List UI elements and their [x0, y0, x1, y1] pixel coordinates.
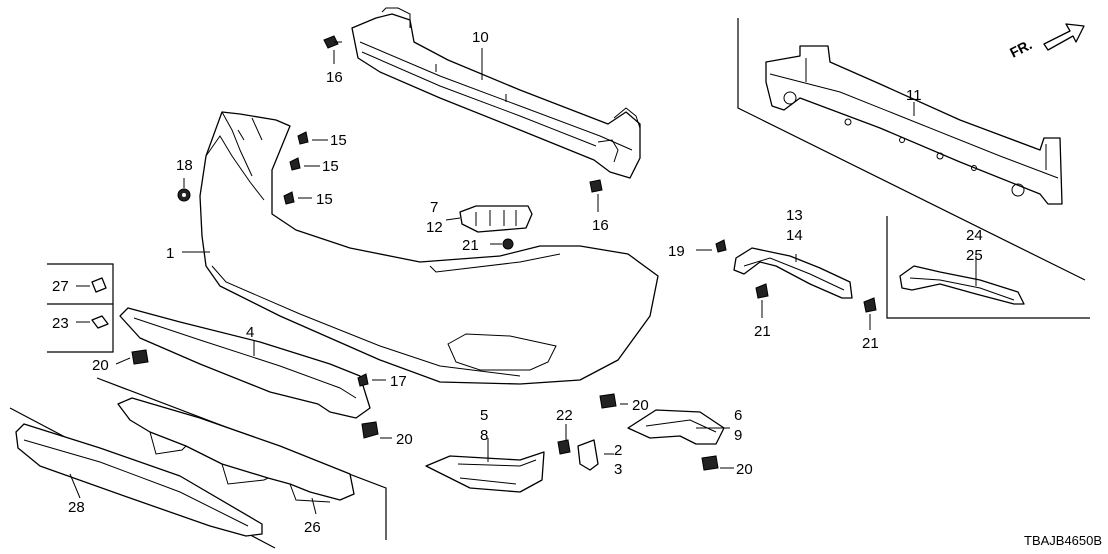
lower-skirt-part-4	[119, 307, 371, 419]
callout-9: 9	[734, 427, 742, 444]
side-spacer-part-13-14	[733, 247, 853, 299]
front-direction-label: FR.	[1007, 36, 1034, 60]
diffuser-part-26	[117, 397, 355, 503]
callout-20-lower: 20	[396, 431, 413, 448]
garnish-part-2-3	[577, 439, 599, 471]
callout-5: 5	[480, 407, 488, 424]
upper-beam-part-10	[351, 7, 641, 179]
leader-lines	[69, 48, 977, 515]
fasteners	[131, 35, 877, 471]
callout-10: 10	[472, 29, 489, 46]
callout-18: 18	[176, 157, 193, 174]
callout-7: 7	[430, 199, 438, 216]
callout-15-bottom: 15	[316, 191, 333, 208]
callout-21-bracket: 21	[462, 237, 479, 254]
callout-16-top: 16	[326, 69, 343, 86]
callout-13: 13	[786, 207, 803, 224]
cover-part-6-9	[627, 409, 725, 445]
callout-24: 24	[966, 227, 983, 244]
clip-part-27	[91, 277, 107, 293]
bumper-face-part-1	[199, 111, 659, 385]
side-spacer-part-24-25	[899, 265, 1025, 305]
callout-12: 12	[426, 219, 443, 236]
callout-25: 25	[966, 247, 983, 264]
callout-23: 23	[52, 315, 69, 332]
fog-garnish-part-5-8	[425, 451, 545, 493]
front-arrow-icon	[1043, 23, 1085, 51]
callout-20-right: 20	[736, 461, 753, 478]
clip-part-23	[91, 315, 109, 329]
diagram-code: TBAJB4650B	[1024, 533, 1102, 548]
small-clip-parts	[91, 277, 109, 329]
callout-1: 1	[166, 245, 174, 262]
callout-2: 2	[614, 442, 622, 459]
callout-22: 22	[556, 407, 573, 424]
callout-4: 4	[246, 324, 254, 341]
callout-6: 6	[734, 407, 742, 424]
callout-20-center: 20	[632, 397, 649, 414]
bracket-part-7-12	[459, 205, 533, 233]
callout-labels: 1 2 3 4 5 6 7 8 9 10 11 12 13 14 15 15 1…	[52, 29, 983, 536]
callout-3: 3	[614, 461, 622, 478]
callout-19: 19	[668, 243, 685, 260]
impact-beam-part-11	[765, 45, 1063, 205]
front-direction-arrow: FR.	[1007, 23, 1085, 61]
callout-28: 28	[68, 499, 85, 516]
callout-15-middle: 15	[322, 158, 339, 175]
callout-27: 27	[52, 278, 69, 295]
callout-26: 26	[304, 519, 321, 536]
callout-17: 17	[390, 373, 407, 390]
callout-16-bottom: 16	[592, 217, 609, 234]
spoiler-part-28	[15, 423, 263, 537]
callout-21-spacer-left: 21	[754, 323, 771, 340]
callout-8: 8	[480, 427, 488, 444]
callout-14: 14	[786, 227, 803, 244]
callout-21-spacer-right: 21	[862, 335, 879, 352]
callout-11: 11	[906, 87, 922, 104]
callout-15-top: 15	[330, 132, 347, 149]
callout-20-left: 20	[92, 357, 109, 374]
